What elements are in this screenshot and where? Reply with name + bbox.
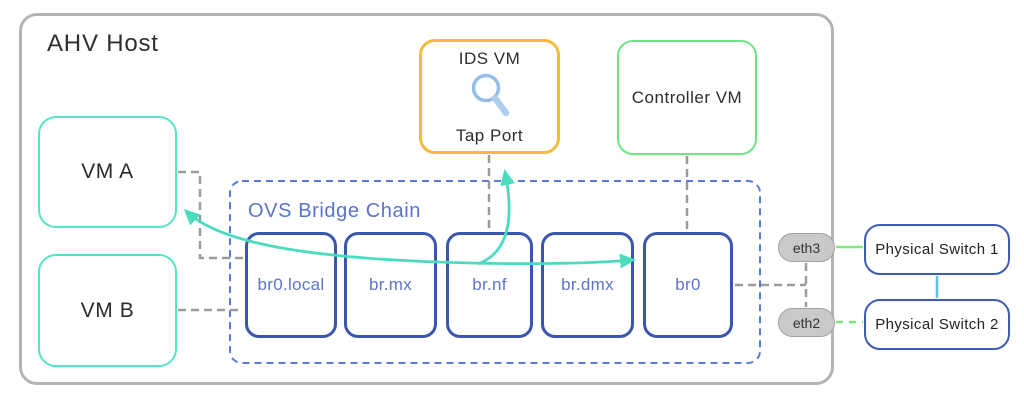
uplink-eth3-label: eth3 — [792, 239, 821, 256]
bridge-br0: br0 — [643, 232, 733, 338]
ovs-bridge-chain-title: OVS Bridge Chain — [248, 200, 422, 222]
physical-switch-1-box: Physical Switch 1 — [864, 224, 1010, 275]
ids-vm-title: IDS VM — [458, 49, 521, 68]
uplink-eth2-label: eth2 — [792, 314, 821, 331]
uplink-eth2: eth2 — [778, 308, 835, 337]
ahv-host-box — [19, 13, 834, 385]
vm-b-box: VM B — [38, 254, 177, 367]
bridge-br0-local-label: br0.local — [257, 275, 325, 294]
bridge-br-nf: br.nf — [446, 232, 533, 338]
physical-switch-2-label: Physical Switch 2 — [875, 316, 999, 333]
vm-b-label: VM B — [80, 298, 135, 322]
bridge-br-dmx: br.dmx — [541, 232, 634, 338]
bridge-br0-label: br0 — [675, 275, 701, 294]
physical-switch-2-box: Physical Switch 2 — [864, 299, 1010, 350]
vm-a-label: VM A — [81, 160, 134, 183]
vm-a-box: VM A — [38, 116, 177, 228]
uplink-eth3: eth3 — [778, 233, 835, 262]
bridge-br-mx: br.mx — [344, 232, 437, 338]
bridge-br-nf-label: br.nf — [472, 275, 507, 294]
tap-port-label: Tap Port — [455, 126, 524, 145]
bridge-br-dmx-label: br.dmx — [561, 275, 614, 294]
ids-vm-box: IDS VM Tap Port — [419, 39, 560, 154]
controller-vm-label: Controller VM — [631, 87, 743, 107]
magnifier-icon — [464, 69, 516, 126]
ahv-host-title: AHV Host — [47, 30, 159, 57]
bridge-br-mx-label: br.mx — [368, 275, 413, 294]
physical-switch-1-label: Physical Switch 1 — [875, 241, 999, 258]
controller-vm-box: Controller VM — [617, 40, 757, 155]
bridge-br0-local: br0.local — [245, 232, 337, 338]
